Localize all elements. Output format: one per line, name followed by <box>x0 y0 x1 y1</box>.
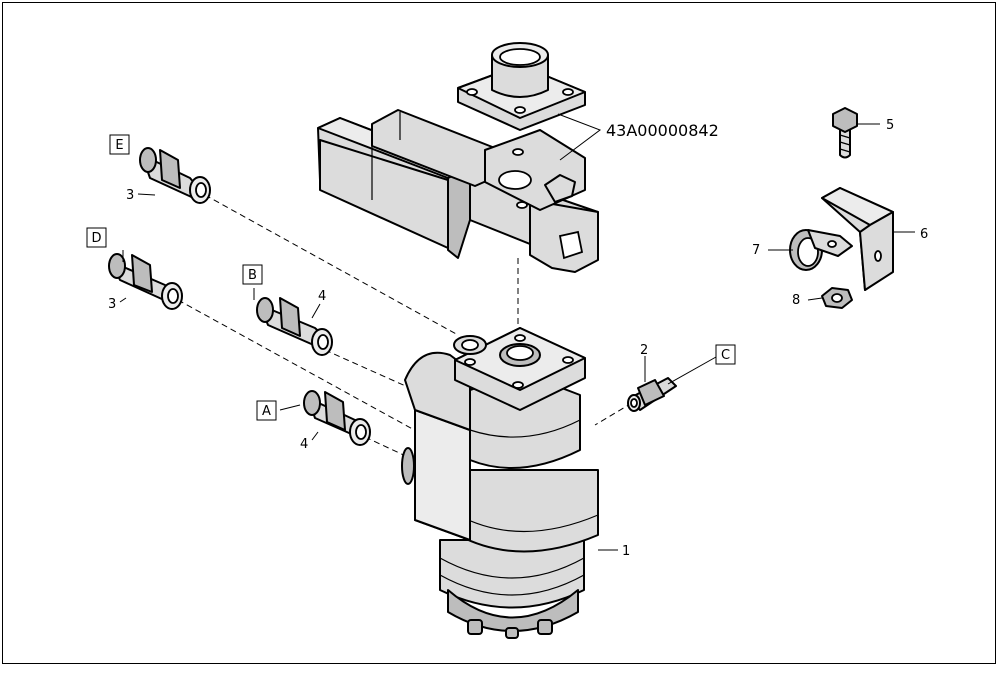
port-label-d: D <box>91 231 101 246</box>
fitting-c <box>627 377 677 412</box>
callout-4-a: 4 <box>300 437 308 452</box>
callout-3-d: 3 <box>108 297 116 312</box>
fitting-a <box>303 390 371 446</box>
part-number-label: 43A00000842 <box>606 121 719 140</box>
callout-2: 2 <box>640 343 648 358</box>
bolt <box>832 107 858 159</box>
fitting-e <box>139 147 211 204</box>
clamp <box>789 229 853 271</box>
leader-lines <box>119 113 915 551</box>
callout-7: 7 <box>752 243 760 258</box>
callout-3-e: 3 <box>126 188 134 203</box>
port-box-e <box>109 134 130 155</box>
callout-4-b: 4 <box>318 289 326 304</box>
callout-8: 8 <box>792 293 800 308</box>
port-box-c <box>715 344 736 365</box>
nut <box>821 287 853 309</box>
port-label-a: A <box>262 404 271 419</box>
port-label-e: E <box>115 138 123 153</box>
port-label-c: C <box>721 348 730 363</box>
steering-column-housing <box>317 109 599 273</box>
callout-6: 6 <box>920 227 928 242</box>
fitting-b <box>256 297 333 356</box>
mounting-flange <box>457 42 586 131</box>
port-box-d <box>86 227 107 248</box>
steering-unit <box>401 327 599 639</box>
callout-5: 5 <box>886 118 894 133</box>
callout-1: 1 <box>622 544 630 559</box>
fitting-d <box>108 253 183 310</box>
port-box-a <box>256 400 277 421</box>
bracket <box>821 187 894 291</box>
port-label-b: B <box>248 268 257 283</box>
port-box-b <box>242 264 263 285</box>
